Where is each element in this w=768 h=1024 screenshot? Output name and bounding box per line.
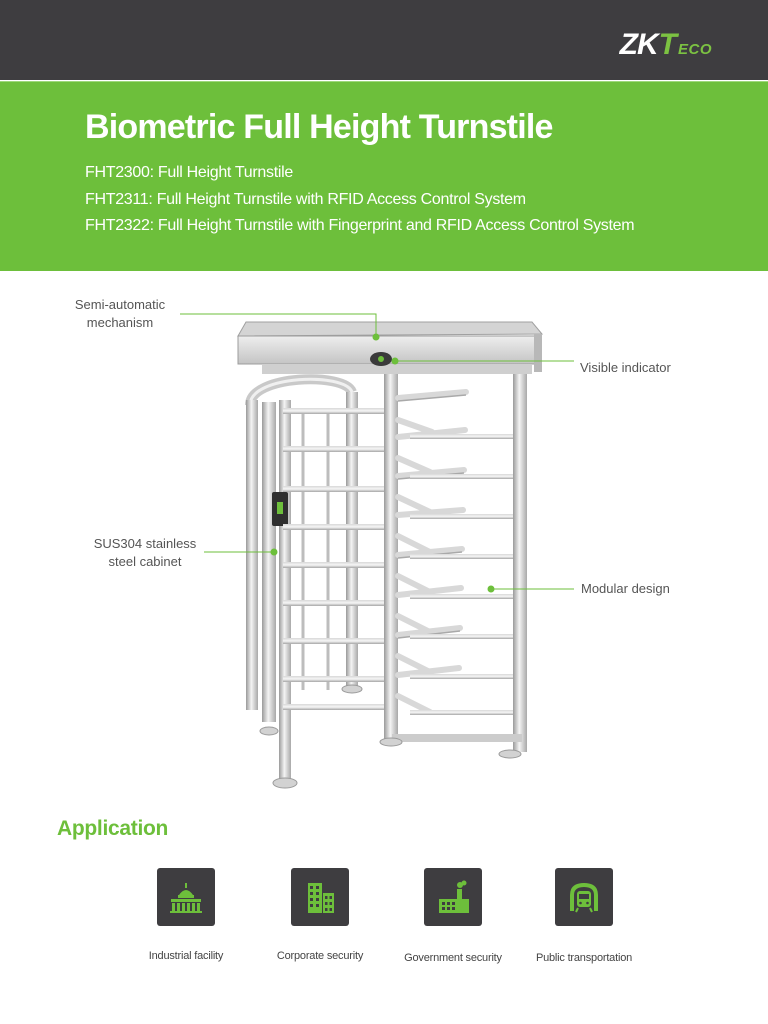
model-item: FHT2322: Full Height Turnstile with Fing…	[85, 217, 635, 234]
logo-zk-text: ZK	[619, 28, 659, 61]
callout-text: SUS304 stainless	[93, 536, 197, 551]
application-label: Industrial facility	[148, 950, 224, 962]
model-item: FHT2311: Full Height Turnstile with RFID…	[85, 190, 526, 208]
callout-text: steel cabinet	[108, 554, 182, 569]
model-list: FHT2300: Full Height Turnstile FHT2311: …	[85, 160, 635, 240]
application-heading: Application	[57, 817, 169, 840]
factory-icon	[424, 868, 482, 926]
application-industrial: Industrial facility	[116, 868, 256, 962]
application-corporate: Corporate security	[250, 868, 390, 962]
application-public-transport: Public transportation	[514, 868, 654, 964]
turnstile-illustration	[180, 313, 574, 789]
office-buildings-icon	[291, 868, 349, 926]
callout-steel-cabinet: SUS304 stainless steel cabinet	[85, 535, 205, 571]
top-bar: ZK T ECO	[0, 0, 768, 80]
application-label: Corporate security	[276, 950, 364, 962]
page-title: Biometric Full Height Turnstile	[85, 108, 553, 146]
model-item: FHT2300: Full Height Turnstile	[85, 164, 293, 181]
callout-semi-automatic: Semi-automatic mechanism	[60, 296, 180, 332]
callout-visible-indicator: Visible indicator	[580, 359, 671, 377]
callout-text: Visible indicator	[580, 360, 671, 375]
callout-text: Modular design	[581, 581, 670, 596]
capitol-building-icon	[157, 868, 215, 926]
application-label: Government security	[404, 952, 502, 964]
application-government: Government security	[383, 868, 523, 964]
logo-t-text: T	[658, 28, 677, 61]
title-banner	[0, 81, 768, 271]
application-label: Public transportation	[535, 952, 633, 964]
metro-train-icon	[555, 868, 613, 926]
callout-text: mechanism	[86, 315, 154, 330]
callout-modular-design: Modular design	[581, 580, 670, 598]
callout-text: Semi-automatic	[74, 297, 166, 312]
logo-eco-text: ECO	[677, 41, 712, 58]
zkteco-logo: ZK T ECO	[620, 28, 712, 64]
